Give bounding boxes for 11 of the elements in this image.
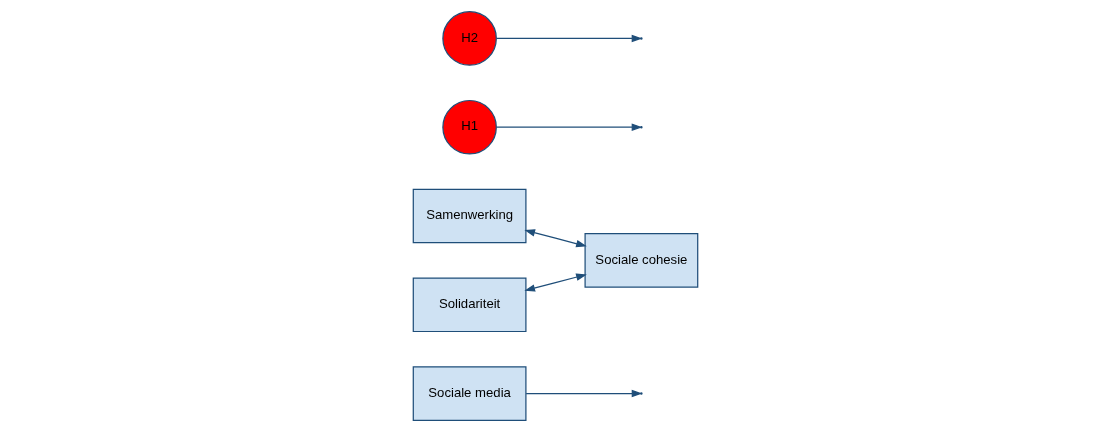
node-box: Sociale media	[412, 366, 527, 421]
arrow	[495, 34, 642, 43]
node-circle: H2	[441, 11, 497, 66]
arrow	[523, 229, 587, 248]
node-box: Solidariteit	[412, 277, 527, 333]
arrow	[525, 389, 642, 398]
arrow	[523, 273, 587, 292]
node-box: Sociale cohesie	[583, 233, 698, 288]
node-box: Samenwerking	[412, 188, 527, 244]
node-circle: H1	[441, 99, 497, 155]
arrow	[495, 123, 642, 131]
